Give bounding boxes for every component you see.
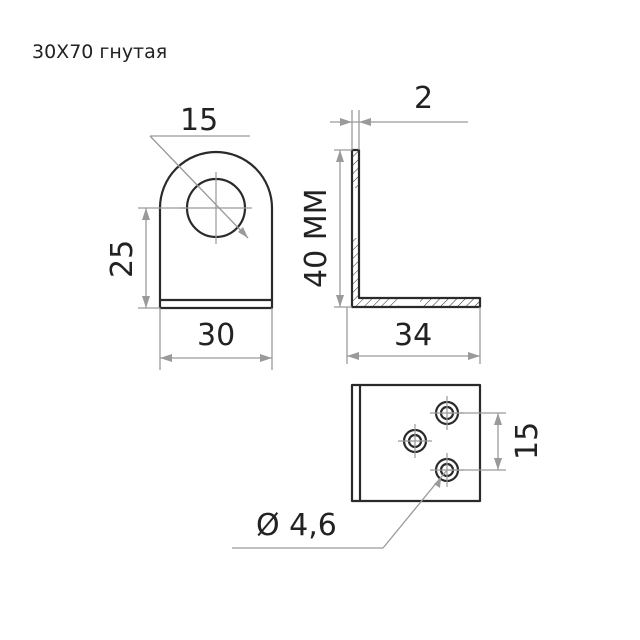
side-view-hatch-vertical xyxy=(352,150,359,188)
side-view: 2 40 ММ 34 xyxy=(299,81,482,364)
dim-hole-width: 15 xyxy=(180,103,218,138)
side-view-hatch-horizontal xyxy=(359,298,399,307)
dim-40-arrow-bottom xyxy=(336,295,344,307)
side-view-outline xyxy=(350,148,482,309)
hole-dim-arrow xyxy=(238,227,248,238)
dim-34-arrow-left xyxy=(347,352,359,360)
top-view-hole-2 xyxy=(398,424,432,458)
dim-30-arrow-right xyxy=(260,354,272,362)
drawing-title: 30X70 гнутая xyxy=(32,41,167,63)
dim-15-arrow-top xyxy=(494,413,502,425)
dim-hole-spacing: 15 xyxy=(510,422,545,460)
side-view-hatch-horizontal-2 xyxy=(420,298,480,307)
front-view-outline xyxy=(158,150,274,310)
diameter-leader-arrow xyxy=(434,478,441,488)
top-view: 15 Ø 4,6 xyxy=(232,383,545,549)
dim-2-arrow-right xyxy=(359,118,371,126)
top-view-outline xyxy=(350,383,482,503)
dim-25-arrow-bottom xyxy=(142,296,150,308)
hole-dim-leader xyxy=(149,135,249,239)
dim-2-arrow-left xyxy=(340,118,352,126)
dim-25-arrow-top xyxy=(142,208,150,220)
dim-thickness: 2 xyxy=(414,81,433,116)
dim-30-arrow-left xyxy=(160,354,172,362)
dim-hole-diameter: Ø 4,6 xyxy=(256,508,337,543)
dim-height-front: 25 xyxy=(105,240,140,278)
dim-15-arrow-bottom xyxy=(494,458,502,470)
front-view: 15 25 30 xyxy=(105,103,274,370)
dim-width-front: 30 xyxy=(197,318,235,353)
side-view-hatch-vertical-2 xyxy=(352,238,359,306)
dim-length-side: 34 xyxy=(394,318,432,353)
dim-34-arrow-right xyxy=(468,352,480,360)
dim-40-arrow-top xyxy=(336,150,344,162)
dim-height-side: 40 ММ xyxy=(299,189,334,288)
